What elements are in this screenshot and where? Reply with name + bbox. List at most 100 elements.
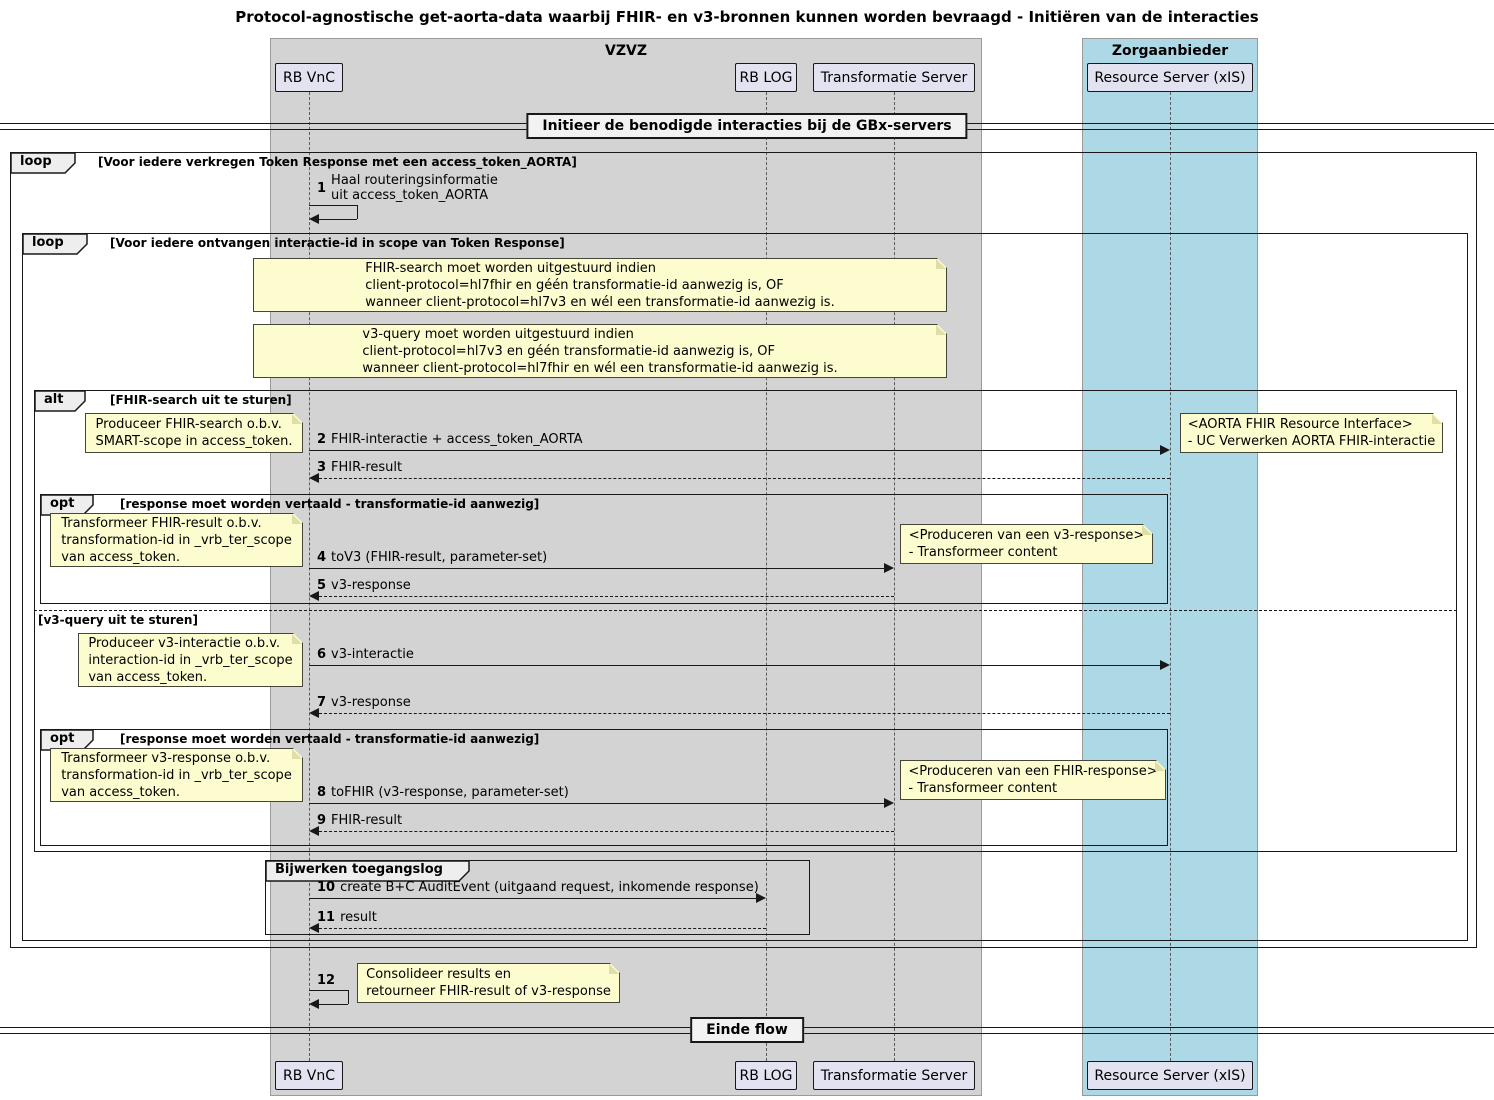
participant-resource-server-bottom: Resource Server (xIS) bbox=[1087, 1061, 1253, 1090]
lifeline-rb-vnc bbox=[309, 92, 310, 1061]
message-10-label: 10 create B+C AuditEvent (uitgaand reque… bbox=[317, 880, 759, 895]
message-12-number: 12 bbox=[317, 973, 336, 988]
message-4-number: 4 bbox=[317, 550, 327, 565]
divider-start-label: Initieer de benodigde interacties bij de… bbox=[526, 113, 968, 139]
message-11-number: 11 bbox=[317, 910, 336, 925]
note-aorta-fhir-resource-interface: <AORTA FHIR Resource Interface> - UC Ver… bbox=[1180, 413, 1443, 453]
frame-pentagon bbox=[10, 152, 76, 174]
frame-alt-else-line bbox=[34, 610, 1457, 611]
message-1-arrow-top bbox=[309, 205, 357, 206]
frame-audit-group-keyword: Bijwerken toegangslog bbox=[275, 862, 443, 877]
message-2-arrowhead bbox=[1160, 445, 1170, 455]
note-transformeer-v3-response: Transformeer v3-response o.b.v. transfor… bbox=[50, 748, 303, 802]
frame-pentagon bbox=[40, 729, 94, 751]
message-4-arrow bbox=[309, 568, 884, 569]
message-7-number: 7 bbox=[317, 695, 327, 710]
message-2-number: 2 bbox=[317, 432, 327, 447]
message-1-label: 1 Haal routeringsinformatie uit access_t… bbox=[317, 173, 498, 203]
participant-rb-vnc-bottom: RB VnC bbox=[275, 1061, 343, 1090]
message-1-arrow-vertical bbox=[357, 205, 358, 219]
frame-pentagon bbox=[265, 860, 470, 882]
message-12-label: 12 bbox=[317, 973, 340, 988]
message-9-arrowhead bbox=[309, 826, 319, 836]
message-10-arrow bbox=[309, 898, 756, 899]
message-9-text: FHIR-result bbox=[331, 813, 403, 828]
message-11-arrow bbox=[319, 928, 766, 929]
lifeline-rb-log bbox=[766, 92, 767, 1061]
message-8-arrow bbox=[309, 803, 884, 804]
participant-rb-log-top: RB LOG bbox=[735, 63, 797, 92]
note-consolideer-results: Consolideer results en retourneer FHIR-r… bbox=[357, 963, 620, 1003]
note-produceren-fhir-response: <Produceren van een FHIR-response> - Tra… bbox=[900, 760, 1166, 800]
message-5-text: v3-response bbox=[331, 578, 411, 593]
message-8-label: 8 toFHIR (v3-response, parameter-set) bbox=[317, 785, 569, 800]
frame-pentagon bbox=[22, 233, 88, 255]
message-6-text: v3-interactie bbox=[331, 647, 414, 662]
diagram-title: Protocol-agnostische get-aorta-data waar… bbox=[235, 8, 1259, 26]
participant-rb-log-bottom: RB LOG bbox=[735, 1061, 797, 1090]
frame-pentagon bbox=[40, 494, 94, 516]
message-5-number: 5 bbox=[317, 578, 327, 593]
message-5-arrow bbox=[319, 596, 894, 597]
message-3-number: 3 bbox=[317, 460, 327, 475]
message-8-number: 8 bbox=[317, 785, 327, 800]
frame-outer-loop-condition: [Voor iedere verkregen Token Response me… bbox=[98, 155, 577, 169]
frame-opt-fhir-to-v3-condition: [response moet worden vertaald - transfo… bbox=[120, 497, 540, 511]
frame-alt-else-condition: [v3-query uit te sturen] bbox=[38, 613, 198, 627]
message-12-arrow-vertical bbox=[348, 990, 349, 1004]
message-4-text: toV3 (FHIR-result, parameter-set) bbox=[331, 550, 548, 565]
box-vzvz: VZVZ bbox=[270, 38, 982, 1096]
message-7-arrow bbox=[319, 713, 1170, 714]
message-6-arrowhead bbox=[1160, 660, 1170, 670]
message-12-arrowhead bbox=[309, 999, 319, 1009]
message-4-arrowhead bbox=[884, 563, 894, 573]
message-6-number: 6 bbox=[317, 647, 327, 662]
frame-inner-loop-keyword: loop bbox=[32, 235, 64, 250]
message-11-text: result bbox=[340, 910, 377, 925]
note-fhir-search-rule: FHIR-search moet worden uitgestuurd indi… bbox=[253, 258, 947, 312]
frame-pentagon bbox=[34, 390, 86, 412]
frame-inner-loop bbox=[22, 233, 1468, 941]
participant-rb-vnc-top: RB VnC bbox=[275, 63, 343, 92]
message-1-arrowhead bbox=[309, 214, 319, 224]
message-3-label: 3 FHIR-result bbox=[317, 460, 402, 475]
frame-alt bbox=[34, 390, 1457, 852]
message-1-number: 1 bbox=[317, 180, 327, 196]
message-5-label: 5 v3-response bbox=[317, 578, 411, 593]
frame-outer-loop-keyword: loop bbox=[20, 154, 52, 169]
message-6-arrow bbox=[309, 665, 1160, 666]
message-9-arrow bbox=[319, 831, 894, 832]
frame-opt-v3-to-fhir-keyword: opt bbox=[50, 731, 75, 746]
message-2-label: 2 FHIR-interactie + access_token_AORTA bbox=[317, 432, 583, 447]
note-produceer-fhir-search: Produceer FHIR-search o.b.v. SMART-scope… bbox=[85, 413, 303, 453]
note-produceren-v3-response: <Produceren van een v3-response> - Trans… bbox=[900, 524, 1153, 564]
message-1-arrow-bottom bbox=[319, 219, 357, 220]
divider-end-label: Einde flow bbox=[690, 1017, 804, 1043]
note-transformeer-fhir-result: Transformeer FHIR-result o.b.v. transfor… bbox=[50, 513, 303, 567]
message-12-arrow-top bbox=[309, 990, 348, 991]
message-11-arrowhead bbox=[309, 923, 319, 933]
frame-outer-loop bbox=[10, 152, 1477, 948]
message-2-text: FHIR-interactie + access_token_AORTA bbox=[331, 432, 583, 447]
message-10-number: 10 bbox=[317, 880, 336, 895]
frame-alt-condition: [FHIR-search uit te sturen] bbox=[110, 393, 292, 407]
message-9-label: 9 FHIR-result bbox=[317, 813, 402, 828]
message-3-arrowhead bbox=[309, 473, 319, 483]
message-9-number: 9 bbox=[317, 813, 327, 828]
message-1-text: Haal routeringsinformatie uit access_tok… bbox=[331, 173, 498, 203]
message-6-label: 6 v3-interactie bbox=[317, 647, 414, 662]
message-3-text: FHIR-result bbox=[331, 460, 403, 475]
message-4-label: 4 toV3 (FHIR-result, parameter-set) bbox=[317, 550, 547, 565]
message-11-label: 11 result bbox=[317, 910, 377, 925]
frame-audit-group bbox=[265, 860, 810, 935]
box-vzvz-label: VZVZ bbox=[605, 43, 647, 59]
lifeline-transformatie-server bbox=[894, 92, 895, 1061]
frame-opt-v3-to-fhir-condition: [response moet worden vertaald - transfo… bbox=[120, 732, 540, 746]
message-7-arrowhead bbox=[309, 708, 319, 718]
frame-inner-loop-condition: [Voor iedere ontvangen interactie-id in … bbox=[110, 236, 565, 250]
participant-resource-server-top: Resource Server (xIS) bbox=[1087, 63, 1253, 92]
frame-opt-v3-to-fhir bbox=[40, 729, 1168, 846]
note-produceer-v3-interactie: Produceer v3-interactie o.b.v. interacti… bbox=[78, 633, 303, 687]
message-5-arrowhead bbox=[309, 591, 319, 601]
frame-alt-keyword: alt bbox=[44, 392, 64, 407]
